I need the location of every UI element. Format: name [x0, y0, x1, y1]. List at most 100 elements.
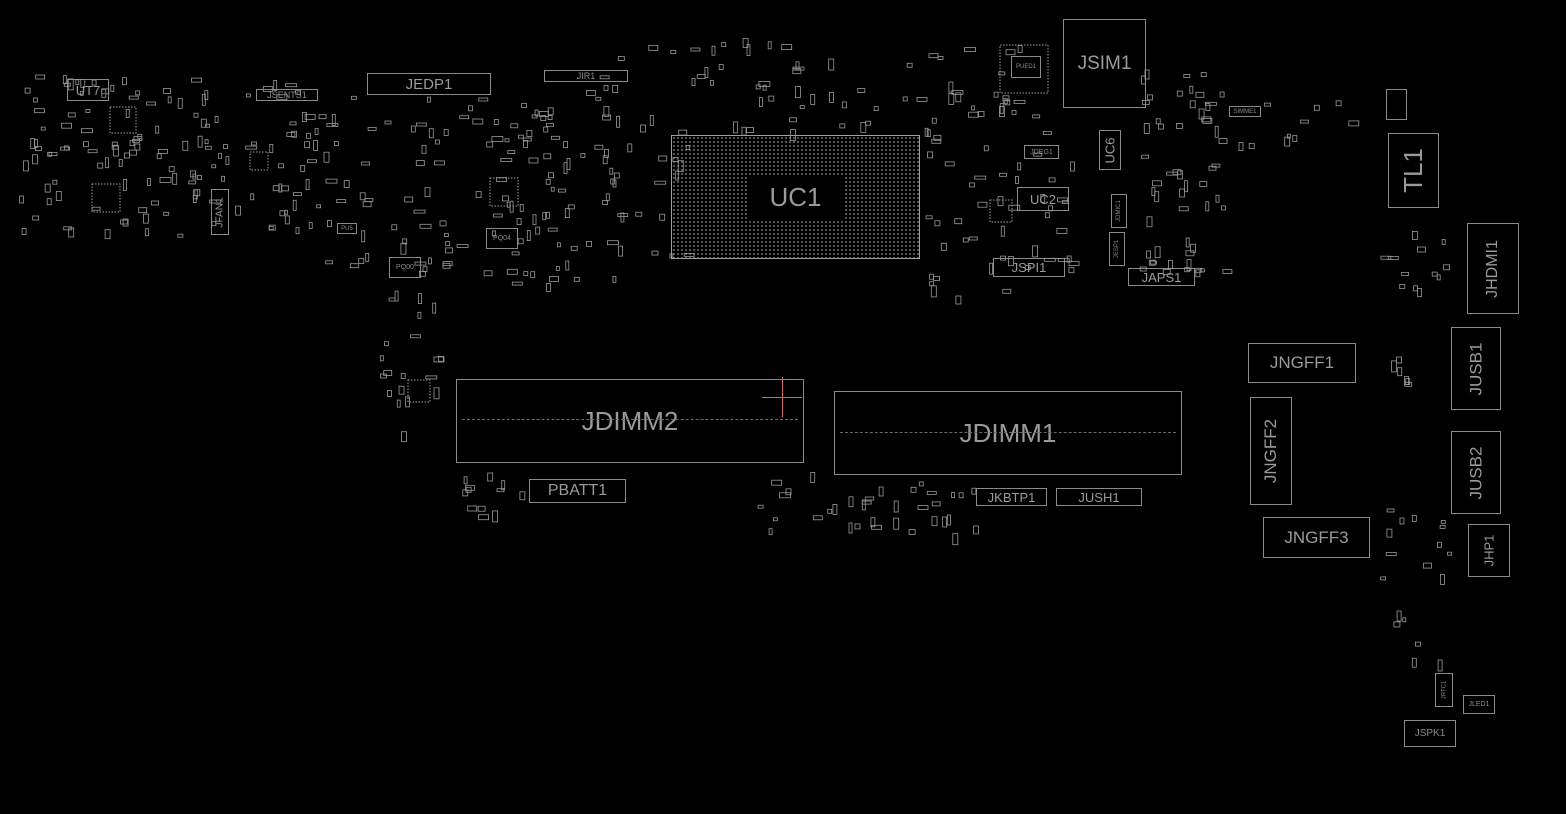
passive-component [67, 112, 76, 118]
passive-component [968, 111, 979, 118]
passive-component [785, 488, 792, 496]
passive-component [245, 93, 251, 98]
passive-component [543, 126, 549, 133]
component-jesp1[interactable]: JESP1 [1109, 232, 1125, 266]
passive-component [123, 178, 127, 191]
component-jdmic1[interactable]: JDMIC1 [1111, 194, 1127, 228]
passive-component [532, 214, 537, 226]
passive-component [75, 79, 80, 86]
component-jspi1[interactable]: JSPI1 [993, 258, 1065, 277]
passive-component [535, 226, 541, 235]
component-pq04[interactable]: PQ04 [486, 228, 518, 249]
component-unlabeled-box[interactable] [1386, 89, 1407, 120]
component-uc6[interactable]: UC6 [1099, 130, 1121, 170]
component-ued1[interactable]: PUED1 [1011, 56, 1041, 78]
passive-component [832, 503, 838, 515]
passive-component [565, 260, 570, 271]
passive-component [349, 263, 359, 269]
passive-component [501, 195, 509, 202]
passive-component [1284, 136, 1291, 147]
passive-component [209, 199, 222, 204]
passive-component [519, 203, 524, 212]
passive-component [19, 195, 25, 204]
passive-component [1205, 103, 1211, 111]
passive-component [331, 114, 336, 126]
component-jrtc1[interactable]: JRTC1 [1435, 673, 1453, 707]
refdes-label: PQ00 [396, 264, 414, 271]
component-jfan1[interactable]: JFAN1 [211, 189, 229, 235]
passive-component [870, 517, 876, 528]
passive-component [483, 270, 493, 277]
component-uc1[interactable]: UC1 [671, 135, 920, 259]
passive-component [400, 242, 407, 255]
component-jir1[interactable]: JIR1 [544, 70, 628, 82]
component-simme1[interactable]: SIMME1 [1229, 106, 1261, 117]
component-jdeg1[interactable]: JDEG1 [1024, 145, 1059, 159]
passive-component [413, 209, 426, 214]
passive-component [433, 356, 445, 363]
passive-component [1150, 260, 1157, 265]
component-jngff3[interactable]: JNGFF3 [1263, 517, 1370, 558]
component-jspk1[interactable]: JSPK1 [1404, 720, 1456, 747]
passive-component [1380, 255, 1392, 260]
passive-component [1387, 256, 1399, 260]
component-jdimm2[interactable]: JDIMM2 [456, 379, 804, 463]
passive-component [510, 123, 519, 129]
passive-component [63, 226, 73, 231]
passive-component [1218, 138, 1228, 145]
passive-component [272, 185, 280, 192]
component-jush1[interactable]: JUSH1 [1056, 488, 1142, 506]
passive-component [810, 94, 816, 105]
passive-component [477, 505, 486, 512]
component-uc2[interactable]: UC2 [1017, 187, 1069, 211]
passive-component [1417, 287, 1422, 297]
passive-component [279, 210, 286, 217]
passive-component [1172, 169, 1182, 176]
passive-component [87, 149, 98, 154]
passive-component [146, 101, 157, 106]
passive-component [306, 159, 317, 164]
passive-component [951, 90, 964, 95]
component-tl1[interactable]: TL1 [1388, 133, 1439, 208]
component-jedp1[interactable]: JEDP1 [367, 73, 491, 95]
component-jhdmi1[interactable]: JHDMI1 [1467, 223, 1519, 314]
component-pbatt1[interactable]: PBATT1 [529, 479, 626, 503]
passive-component [118, 159, 123, 167]
passive-component [755, 84, 761, 90]
passive-component [391, 224, 398, 231]
passive-component [295, 89, 302, 95]
component-pq00[interactable]: PQ00 [389, 257, 421, 278]
passive-component [417, 311, 422, 319]
passive-component [1033, 152, 1043, 157]
passive-component [478, 514, 489, 521]
passive-component [281, 185, 289, 192]
component-jngff1[interactable]: JNGFF1 [1248, 343, 1356, 383]
passive-component [931, 501, 941, 507]
passive-component [848, 522, 853, 534]
passive-component [134, 143, 141, 151]
component-japs1[interactable]: JAPS1 [1128, 268, 1195, 286]
component-jsim1[interactable]: JSIM1 [1063, 19, 1146, 108]
passive-component [200, 118, 207, 128]
passive-component [1411, 657, 1417, 668]
passive-component [177, 233, 184, 238]
passive-component [478, 97, 489, 102]
component-jled1[interactable]: JLED1 [1463, 695, 1495, 714]
passive-component [262, 86, 273, 92]
passive-component [792, 68, 802, 75]
passive-component [1405, 378, 1411, 386]
passive-component [306, 132, 312, 139]
passive-component [1393, 621, 1401, 628]
passive-component [983, 145, 989, 152]
component-jngff2[interactable]: JNGFF2 [1250, 397, 1292, 505]
component-jusb1[interactable]: JUSB1 [1451, 327, 1501, 410]
component-jhp1[interactable]: JHP1 [1468, 524, 1510, 577]
passive-component [550, 186, 555, 192]
component-jusb2[interactable]: JUSB2 [1451, 431, 1501, 514]
passive-component [445, 241, 451, 246]
passive-component [433, 387, 440, 400]
component-jkbtp1[interactable]: JKBTP1 [976, 488, 1047, 506]
passive-component [159, 176, 172, 183]
component-pu5[interactable]: PU5 [337, 223, 357, 234]
